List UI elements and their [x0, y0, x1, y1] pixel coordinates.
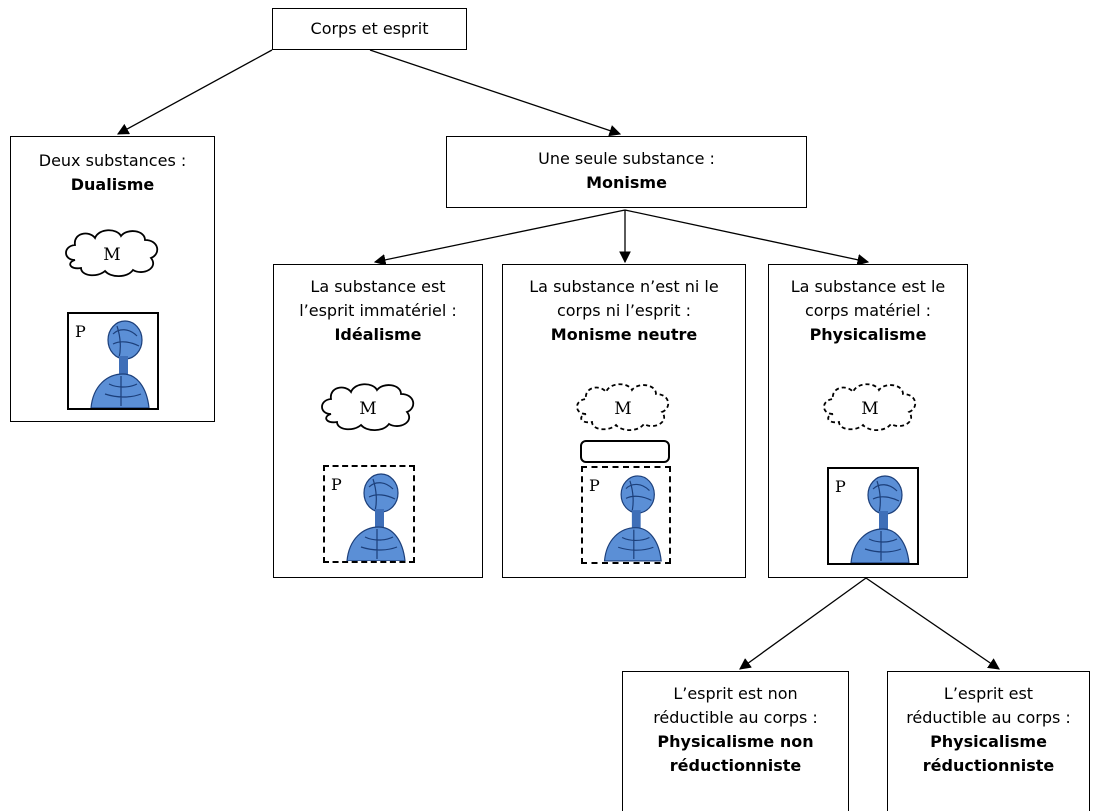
- neutral-substance-bar: [580, 440, 670, 463]
- body-figure-idealisme: P: [323, 465, 415, 563]
- idealisme-title: Idéalisme: [334, 325, 422, 344]
- physical-symbol: P: [75, 322, 86, 341]
- cloud-icon: M: [321, 383, 415, 432]
- physical-symbol: P: [835, 477, 846, 496]
- body-figure-neutre: P: [581, 466, 671, 564]
- arrow-monisme-to-idealisme: [373, 209, 626, 266]
- arrow-physicalisme-to-reductionniste: [865, 577, 1000, 670]
- arrow-root-to-monisme: [369, 49, 622, 137]
- monisme-description: Une seule substance :: [538, 149, 715, 168]
- mind-symbol: M: [614, 399, 631, 419]
- idealisme-description-1: La substance est: [310, 277, 446, 296]
- monisme-node: Une seule substance : Monisme: [446, 136, 807, 208]
- body-figure-dualisme: P: [67, 312, 159, 410]
- reductionniste-title-1: Physicalisme: [930, 732, 1047, 751]
- human-head-figure-icon: [90, 320, 150, 408]
- body-figure-physicalisme: P: [827, 467, 919, 565]
- dualisme-description: Deux substances :: [38, 151, 187, 170]
- physical-symbol: P: [589, 476, 600, 495]
- non-reductionniste-title-1: Physicalisme non: [657, 732, 814, 751]
- mind-symbol: M: [103, 245, 120, 265]
- arrow-physicalisme-to-non-reductionniste: [739, 577, 867, 670]
- root-label: Corps et esprit: [310, 19, 429, 38]
- idealisme-description-2: l’esprit immatériel :: [299, 301, 457, 320]
- cloud-icon: M: [823, 383, 917, 432]
- mind-symbol: M: [359, 399, 376, 419]
- physical-symbol: P: [331, 475, 342, 494]
- non-reductionniste-description-2: réductible au corps :: [653, 708, 818, 727]
- physicalisme-node: La substance est le corps matériel : Phy…: [768, 264, 968, 578]
- cloud-icon: M: [576, 383, 670, 432]
- dualisme-title: Dualisme: [70, 175, 155, 194]
- cloud-icon: M: [65, 229, 159, 278]
- non-reductionniste-node: L’esprit est non réductible au corps : P…: [622, 671, 849, 811]
- non-reductionniste-title-2: réductionniste: [669, 756, 802, 775]
- mind-symbol: M: [861, 399, 878, 419]
- monisme-title: Monisme: [586, 173, 667, 192]
- reductionniste-title-2: réductionniste: [922, 756, 1055, 775]
- root-node: Corps et esprit: [272, 8, 467, 50]
- neutre-description-2: corps ni l’esprit :: [556, 301, 692, 320]
- physicalisme-title: Physicalisme: [809, 325, 927, 344]
- neutre-description-1: La substance n’est ni le: [529, 277, 719, 296]
- human-head-figure-icon: [603, 475, 662, 562]
- neutre-title: Monisme neutre: [550, 325, 698, 344]
- reductionniste-node: L’esprit est réductible au corps : Physi…: [887, 671, 1090, 811]
- physicalisme-description-2: corps matériel :: [804, 301, 932, 320]
- reductionniste-description-2: réductible au corps :: [906, 708, 1071, 727]
- human-head-figure-icon: [850, 475, 910, 563]
- physicalisme-description-1: La substance est le: [790, 277, 946, 296]
- non-reductionniste-description-1: L’esprit est non: [673, 684, 798, 703]
- arrow-monisme-to-physicalisme: [624, 209, 870, 266]
- arrow-root-to-dualisme: [116, 49, 273, 135]
- reductionniste-description-1: L’esprit est: [943, 684, 1034, 703]
- human-head-figure-icon: [346, 473, 406, 561]
